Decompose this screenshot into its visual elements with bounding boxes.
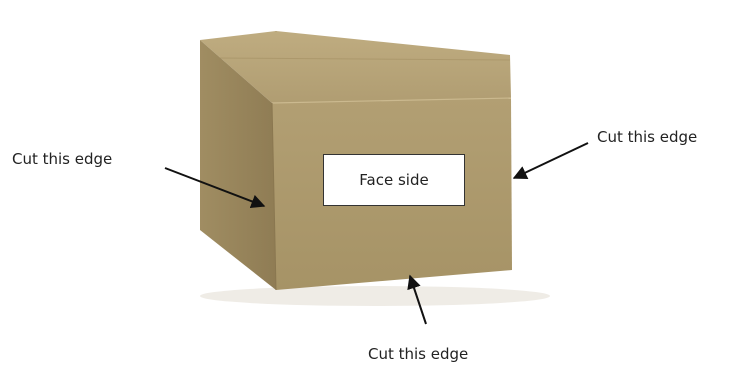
cut-edge-label-left: Cut this edge: [12, 150, 112, 168]
box-shadow: [200, 286, 550, 306]
arrow-right: [514, 143, 588, 178]
cut-edge-label-bottom: Cut this edge: [368, 345, 468, 363]
cut-edge-label-right: Cut this edge: [597, 128, 697, 146]
face-side-label-box: Face side: [323, 154, 465, 206]
face-side-label: Face side: [359, 171, 428, 189]
